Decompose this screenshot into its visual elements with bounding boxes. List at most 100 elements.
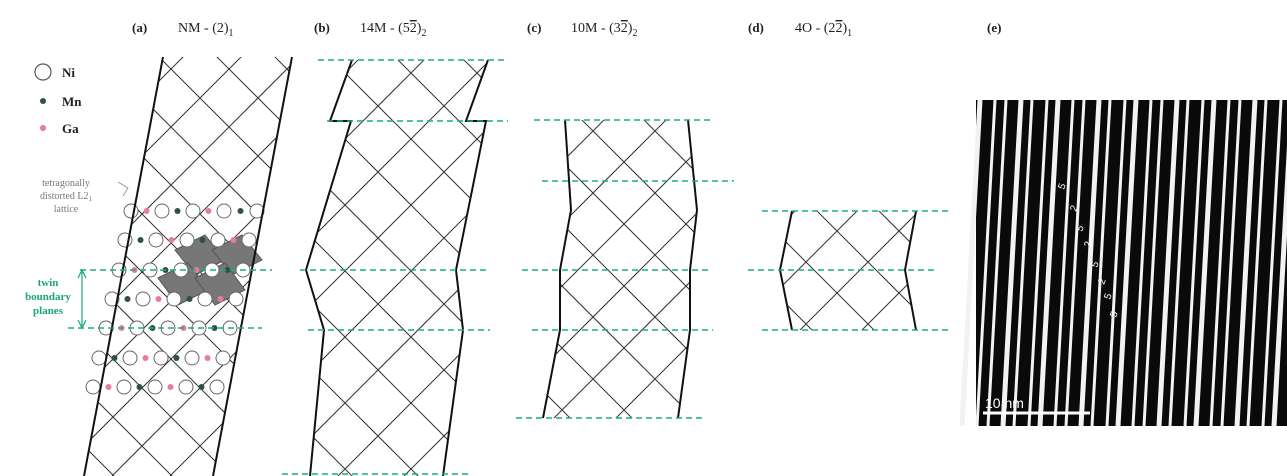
lattice-line: [543, 120, 687, 418]
lattice-line: [84, 57, 292, 476]
scale-bar-label: 10 nm: [985, 395, 1024, 411]
ni-atom: [179, 232, 195, 248]
lattice-line: [0, 40, 26, 476]
mn-atom: [173, 355, 180, 361]
legend-ni-swatch: [34, 63, 52, 81]
lattice-note: tetragonally distorted L21 lattice: [40, 178, 129, 215]
lattice-line: [805, 211, 916, 330]
ga-atom: [143, 208, 150, 214]
lattice-line: [374, 40, 814, 476]
svg-text:(c): (c): [527, 20, 541, 35]
svg-text:14M - (52)2: 14M - (52)2: [360, 21, 426, 39]
tem-fringe: [1078, 99, 1102, 427]
ga-atom: [230, 237, 237, 243]
tem-fringe: [1012, 99, 1034, 427]
lattice-line: [84, 57, 177, 476]
tem-fringe: [1142, 99, 1164, 427]
ni-atom: [184, 350, 200, 366]
lattice-line: [543, 120, 697, 418]
mn-atom: [199, 237, 206, 243]
lattice-line: [306, 60, 423, 476]
legend-mn-label: Mn: [62, 94, 82, 109]
lattice-line: [84, 57, 292, 476]
ni-atom: [148, 232, 164, 248]
lattice-line: [311, 60, 488, 476]
tem-fringe: [1220, 99, 1242, 427]
panel-c-title: (c) 10M - (32)2: [527, 20, 637, 39]
tem-fringe: [1156, 99, 1180, 427]
lattice-line: [543, 120, 697, 418]
panel-b-title: (b) 14M - (52)2: [314, 20, 426, 39]
tem-fringe: [959, 99, 983, 427]
ni-atom: [154, 203, 170, 219]
atom-legend: Ni Mn Ga: [34, 63, 82, 136]
svg-text:planes: planes: [33, 305, 64, 317]
tem-fringe: [1183, 99, 1205, 427]
mn-atom: [198, 384, 205, 390]
mn-atom: [186, 296, 193, 302]
svg-text:boundary: boundary: [25, 291, 71, 303]
lattice-line: [306, 60, 488, 476]
tem-fringe: [1131, 99, 1153, 427]
mn-atom: [136, 384, 143, 390]
tem-fringe: [1000, 99, 1024, 427]
lattice-line: [141, 57, 292, 476]
lattice-line: [510, 40, 950, 476]
legend-ga-label: Ga: [62, 121, 79, 136]
svg-text:(a): (a): [132, 20, 147, 35]
panel-c-lattice: [516, 119, 734, 419]
ni-atom: [85, 379, 101, 395]
ni-atom: [122, 350, 138, 366]
lattice-line: [867, 211, 916, 330]
tem-fringe: [1209, 99, 1231, 427]
ni-atom: [228, 291, 244, 307]
ni-atom: [215, 350, 231, 366]
lattice-line: [316, 40, 756, 476]
twin-boundary-label: twin boundary planes: [25, 268, 87, 330]
lattice-line: [548, 40, 988, 476]
mn-atom: [211, 325, 218, 331]
tem-fringe: [1168, 99, 1190, 427]
ni-atom: [209, 379, 225, 395]
lattice-line: [543, 120, 697, 418]
legend-ga-swatch: [40, 125, 46, 131]
svg-text:4O - (22)1: 4O - (22)1: [795, 21, 852, 39]
tem-fringe: [975, 99, 997, 427]
tem-fringe: [1053, 99, 1075, 427]
ni-atom: [91, 350, 107, 366]
ni-atom: [104, 291, 120, 307]
tem-annotation: 5: [1102, 292, 1114, 301]
svg-text:twin: twin: [38, 277, 59, 289]
lattice-line: [306, 60, 488, 476]
lattice-line: [543, 120, 645, 418]
panel-a-title: (a) NM - (2)1: [132, 20, 234, 39]
tem-annotation: 2: [1082, 240, 1094, 249]
ni-atom: [249, 203, 265, 219]
lattice-line: [199, 57, 292, 476]
lattice-line: [306, 60, 488, 476]
tem-fringe: [1193, 99, 1217, 427]
lattice-line: [84, 57, 292, 476]
tem-annotation: 2: [1096, 277, 1108, 286]
mn-atom: [111, 355, 118, 361]
ga-atom: [168, 237, 175, 243]
lattice-line: [851, 211, 916, 330]
tem-fringe: [986, 99, 1008, 427]
ga-atom: [155, 296, 162, 302]
lattice-line: [107, 57, 292, 476]
lattice-line: [480, 200, 620, 340]
ni-atom: [153, 350, 169, 366]
svg-text:tetragonally: tetragonally: [42, 178, 90, 189]
lattice-line: [576, 40, 1016, 476]
lattice-line: [84, 57, 235, 476]
tem-annotation: 5: [1074, 224, 1086, 233]
ni-atom: [116, 379, 132, 395]
panel-d-title: (d) 4O - (22)1: [748, 20, 852, 39]
lattice-line: [84, 57, 292, 476]
panel-e-title: (e): [987, 20, 1001, 35]
ga-atom: [204, 355, 211, 361]
lattice-line: [306, 60, 488, 476]
lattice-line: [0, 40, 48, 476]
lattice-line: [306, 60, 488, 476]
